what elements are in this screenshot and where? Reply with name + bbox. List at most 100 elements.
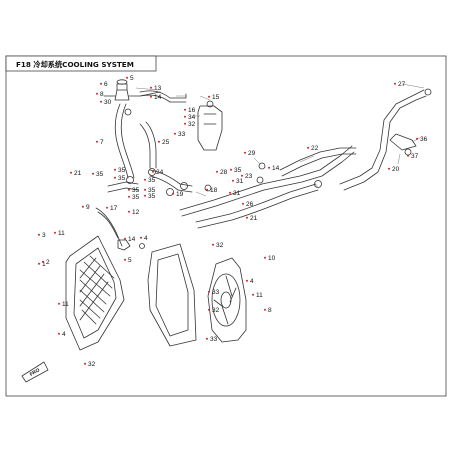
callout-marker: [244, 151, 246, 154]
callout-11: 11: [62, 301, 69, 308]
callout-marker: [144, 194, 146, 197]
callout-5: 5: [130, 75, 134, 82]
callout-marker: [38, 233, 40, 236]
leader-lines: [135, 83, 425, 197]
callout-35: 35: [132, 187, 140, 194]
callout-35: 35: [148, 187, 156, 194]
callout-35: 35: [234, 167, 242, 174]
callout-32: 32: [212, 307, 220, 314]
callout-marker: [158, 140, 160, 143]
callout-marker: [184, 122, 186, 125]
callout-35: 35: [148, 193, 156, 200]
cooling-system-parts: [21, 79, 432, 383]
cooling-fan: [207, 257, 247, 343]
callout-33: 33: [212, 289, 220, 296]
overflow-bottle: [197, 100, 223, 151]
callout-7: 7: [100, 139, 104, 146]
callout-marker: [212, 243, 214, 246]
callout-marker: [126, 76, 128, 79]
callout-27: 27: [398, 81, 406, 88]
callout-marker: [58, 302, 60, 305]
callout-marker: [242, 202, 244, 205]
callout-marker: [394, 82, 396, 85]
pipe-19: [195, 183, 317, 223]
callout-34: 34: [188, 114, 196, 121]
pipe-18: [179, 145, 353, 211]
callout-5: 5: [128, 257, 132, 264]
callout-35: 35: [132, 194, 140, 201]
title-tab: [5, 55, 157, 72]
callout-marker: [92, 172, 94, 175]
front-badge: FRO: [29, 367, 41, 378]
callout-35: 35: [118, 175, 126, 182]
callout-6: 6: [104, 81, 108, 88]
callout-15: 15: [212, 94, 220, 101]
callout-28: 28: [220, 169, 228, 176]
callout-marker: [54, 231, 56, 234]
callout-marker: [124, 237, 126, 240]
callout-marker: [128, 188, 130, 191]
callout-marker: [206, 188, 208, 191]
callout-marker: [184, 108, 186, 111]
callout-30: 30: [104, 99, 112, 106]
callout-14: 14: [272, 165, 280, 172]
callout-31: 31: [236, 178, 244, 185]
elbow-36: [389, 133, 417, 151]
callout-marker: [150, 95, 152, 98]
callout-marker: [252, 293, 254, 296]
callout-20: 20: [392, 166, 400, 173]
callout-4: 4: [250, 278, 254, 285]
callout-marker: [232, 179, 234, 182]
callout-marker: [38, 262, 40, 265]
callout-marker: [246, 279, 248, 282]
callout-32: 32: [88, 361, 96, 368]
callout-1: 1: [42, 261, 46, 268]
callout-marker: [241, 174, 243, 177]
callout-21: 21: [74, 170, 82, 177]
callout-31: 31: [233, 190, 241, 197]
callout-marker: [144, 188, 146, 191]
callout-8: 8: [268, 307, 272, 314]
diagram-title: F18 冷却系统COOLING SYSTEM: [16, 60, 134, 69]
callout-11: 11: [256, 292, 263, 299]
callout-26: 26: [246, 201, 254, 208]
callout-3: 3: [42, 232, 46, 239]
callout-14: 14: [154, 94, 162, 101]
callout-marker: [174, 132, 176, 135]
hose-22: [139, 123, 151, 169]
callout-35: 35: [118, 167, 126, 174]
callout-17: 17: [110, 205, 118, 212]
callout-4: 4: [62, 331, 66, 338]
callout-marker: [216, 170, 218, 173]
callout-marker: [144, 178, 146, 181]
callout-11: 11: [58, 230, 65, 237]
callout-marker: [268, 166, 270, 169]
hose-17: [95, 207, 123, 247]
callout-25: 25: [162, 139, 170, 146]
callout-marker: [42, 260, 44, 263]
callout-marker: [70, 171, 72, 174]
callout-marker: [208, 308, 210, 311]
callout-marker: [100, 100, 102, 103]
callout-marker: [84, 362, 86, 365]
callout-marker: [388, 167, 390, 170]
callout-marker: [208, 290, 210, 293]
callout-marker: [229, 191, 231, 194]
diagram-frame: [5, 55, 447, 397]
callout-9: 9: [86, 204, 90, 211]
callout-8: 8: [100, 91, 104, 98]
callout-36: 36: [420, 136, 428, 143]
callout-marker: [246, 216, 248, 219]
callout-marker: [106, 206, 108, 209]
callout-35: 35: [148, 177, 156, 184]
callout-23: 23: [245, 173, 253, 180]
callout-14: 14: [128, 236, 136, 243]
hose-25: [114, 103, 129, 179]
callout-marker: [230, 168, 232, 171]
callout-21: 21: [250, 215, 258, 222]
callout-marker: [100, 82, 102, 85]
callout-marker: [307, 146, 309, 149]
callout-33: 33: [178, 131, 186, 138]
